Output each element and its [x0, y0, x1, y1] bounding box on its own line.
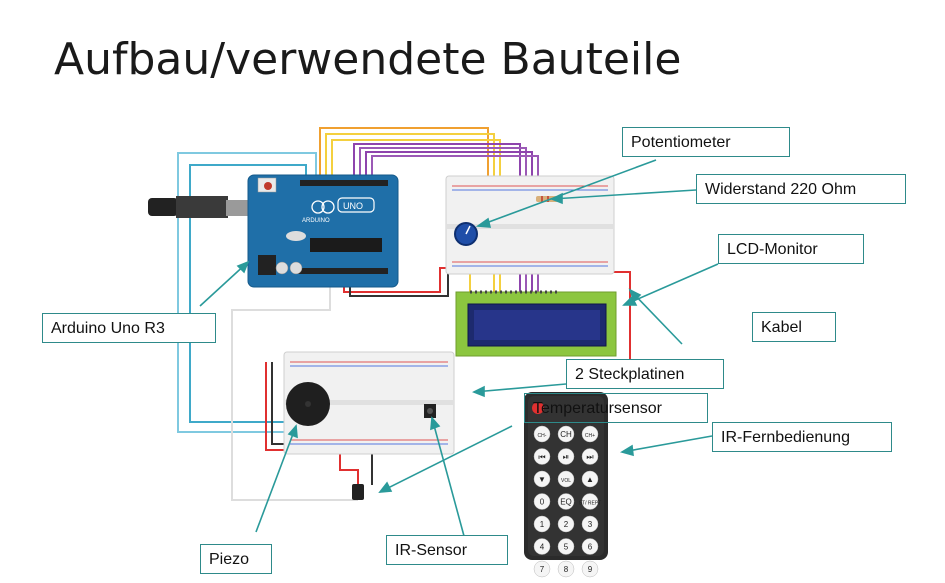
- remote-key-label: ⏮: [538, 453, 545, 462]
- remote-key-label: ▲: [586, 475, 594, 484]
- label-arduino: Arduino Uno R3: [42, 313, 216, 343]
- remote-key-label: 0: [540, 498, 545, 507]
- arrow-kabel: [629, 289, 683, 345]
- remote-key-label: CH: [560, 430, 572, 439]
- arrow-piezo: [255, 425, 297, 533]
- breadboard-top: [445, 175, 615, 275]
- lcd-module: [455, 290, 617, 357]
- arrow-steckplatinen: [473, 383, 567, 393]
- arrow-irsensor: [431, 417, 465, 537]
- remote-key: [581, 470, 599, 488]
- temperature-sensor-part: [352, 484, 364, 500]
- label-piezo: Piezo: [200, 544, 272, 574]
- arrow-irfernbedienung: [621, 435, 713, 453]
- remote-key: [557, 538, 575, 555]
- wire-red-4: [339, 452, 359, 485]
- arrow-lcd: [623, 263, 719, 306]
- ir-sensor-part: [424, 404, 436, 418]
- arrow-potentiometer: [477, 159, 657, 227]
- remote-key: [581, 538, 599, 555]
- remote-key: [557, 515, 575, 533]
- arrow-widerstand: [551, 189, 697, 200]
- remote-key: [557, 448, 575, 465]
- remote-key: [533, 493, 551, 510]
- remote-key: [533, 425, 551, 443]
- remote-key: [557, 560, 575, 578]
- remote-key-label: ⏭: [586, 453, 593, 462]
- remote-key-label: 8: [564, 565, 569, 574]
- remote-key: [581, 515, 599, 533]
- remote-key: [581, 560, 599, 578]
- remote-key: [581, 425, 599, 443]
- remote-key-label: EQ: [560, 498, 572, 507]
- usb-cable: [148, 196, 260, 218]
- remote-key-label: ▼: [538, 475, 546, 484]
- label-widerstand: Widerstand 220 Ohm: [696, 174, 906, 204]
- remote-key-label: 2: [564, 520, 569, 529]
- remote-key: [557, 425, 575, 443]
- remote-key-label: 1: [540, 520, 545, 529]
- remote-key-label: 4: [540, 543, 545, 552]
- resistor: [536, 196, 558, 202]
- remote-key-label: CH-: [538, 433, 547, 439]
- callout-arrows: [199, 159, 719, 537]
- remote-key-label: CH+: [585, 433, 595, 439]
- wire-white: [231, 280, 358, 501]
- remote-key-label: VOL: [561, 478, 571, 484]
- remote-key: [557, 470, 575, 488]
- remote-key: [581, 448, 599, 465]
- wire-teal-2: [189, 164, 425, 423]
- label-ir-sensor: IR-Sensor: [386, 535, 508, 565]
- remote-key-label: 3: [588, 520, 593, 529]
- remote-key-label: 7: [540, 565, 545, 574]
- remote-power-button: [532, 402, 544, 414]
- remote-key: [533, 560, 551, 578]
- arrow-arduino: [199, 261, 249, 307]
- remote-key: [533, 470, 551, 488]
- piezo-buzzer: [286, 382, 330, 426]
- label-steckplatinen: 2 Steckplatinen: [566, 359, 724, 389]
- remote-key: [533, 515, 551, 533]
- label-potentiometer: Potentiometer: [622, 127, 790, 157]
- wire-orange: [319, 127, 489, 182]
- remote-key: [533, 448, 551, 465]
- arduino-uno-text: UNO: [343, 201, 363, 211]
- label-temperatursensor: Temperatursensor: [524, 393, 708, 423]
- wire-lightblue-1: [177, 152, 425, 433]
- remote-keys: CH- CH CH+ ⏮ ⏯ ⏭ ▼ VOL ▲ 0 EQ ST/ REPT 1 2 3 4 5 6 7 8 9: [533, 425, 602, 578]
- label-lcd-monitor: LCD-Monitor: [718, 234, 864, 264]
- slide-title: Aufbau/verwendete Bauteile: [54, 34, 682, 85]
- remote-key: [557, 493, 575, 510]
- remote-key: [581, 493, 599, 510]
- potentiometer: [454, 222, 478, 246]
- label-ir-fernbedienung: IR-Fernbedienung: [712, 422, 892, 452]
- arduino-board: UNO ARDUINO: [247, 174, 399, 288]
- remote-key-label: 9: [588, 565, 593, 574]
- arrow-temperatursensor: [379, 425, 513, 493]
- remote-key-label: ST/ REPT: [579, 501, 602, 507]
- breadboard-bottom: [283, 351, 455, 455]
- remote-key-label: ⏯: [563, 453, 569, 462]
- arduino-maker-text: ARDUINO: [302, 218, 330, 224]
- remote-key-label: 5: [564, 543, 569, 552]
- remote-key: [533, 538, 551, 555]
- remote-key-label: 6: [588, 543, 593, 552]
- label-kabel: Kabel: [752, 312, 836, 342]
